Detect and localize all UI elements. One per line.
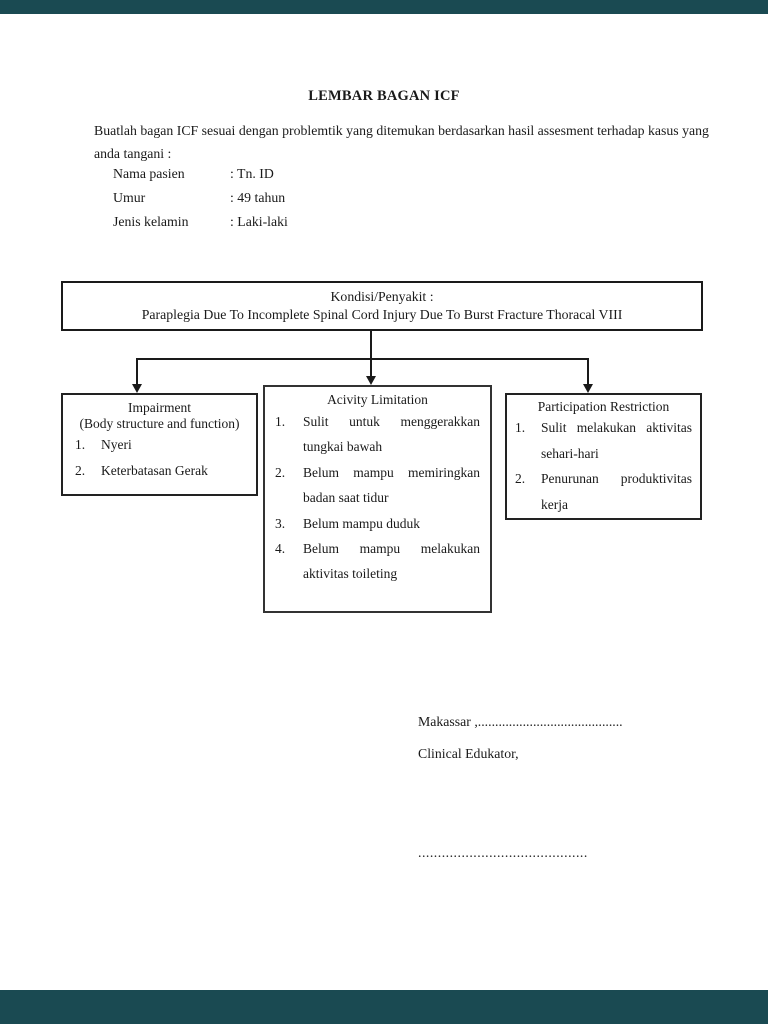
activity-item-number: 1. [275,414,286,429]
signature-block: Makassar ,..............................… [418,713,718,862]
participation-item-number: 1. [515,420,526,435]
arrowhead-right-icon [583,384,593,393]
page-title: LEMBAR BAGAN ICF [308,88,460,104]
connector-vertical-right [587,358,589,386]
connector-vertical-left [136,358,138,386]
signature-role-line: Clinical Edukator, [418,746,519,761]
activity-item-text: Belum mampu duduk [303,515,420,531]
patient-row-gender: Jenis kelamin : Laki-laki [113,214,433,238]
signature-dotted-line: ........................................… [418,845,588,860]
impairment-item-number: 2. [75,463,86,478]
activity-item: 3. Belum mampu duduk [275,511,480,536]
patient-row-age: Umur : 49 tahun [113,190,433,214]
condition-box: Kondisi/Penyakit : Paraplegia Due To Inc… [61,281,703,331]
participation-item-text: Sulit melakukan aktivitas sehari-hari [541,420,692,461]
viewer-bottom-bar [0,990,768,1024]
activity-item-number: 4. [275,541,286,557]
viewer-top-bar [0,0,768,14]
participation-item: 1. Sulit melakukan aktivitas sehari-hari [515,415,692,466]
activity-item-text: Sulit untuk menggerakkan tungkai bawah [303,414,480,455]
connector-vertical-center [370,331,372,360]
activity-item: 4. Belum mampu melakukan aktivitas toile… [275,536,480,587]
activity-item-text: Belum mampu melakukan aktivitas toiletin… [303,541,480,582]
patient-name-value: : Tn. ID [230,166,274,181]
impairment-item-text: Nyeri [101,437,132,452]
patient-gender-value: : Laki-laki [230,214,288,229]
activity-item-number: 3. [275,515,286,531]
activity-item-number: 2. [275,464,286,480]
arrowhead-left-icon [132,384,142,393]
patient-age-label: Umur [113,190,146,205]
participation-restriction-title: Participation Restriction [537,399,670,414]
instruction-paragraph: Buatlah bagan ICF sesuai dengan problemt… [94,123,709,161]
patient-info: Nama pasien : Tn. ID Umur : 49 tahun Jen… [113,166,433,238]
participation-item-number: 2. [515,471,526,486]
impairment-item-text: Keterbatasan Gerak [101,463,208,478]
activity-item-text: Belum mampu memiringkan badan saat tidur [303,464,480,506]
participation-item-text: Penurunan produktivitas kerja [541,471,692,512]
document-page: LEMBAR BAGAN ICF Buatlah bagan ICF sesua… [0,14,768,990]
patient-name-label: Nama pasien [113,166,185,181]
patient-row-name: Nama pasien : Tn. ID [113,166,433,190]
impairment-title: Impairment [128,400,191,415]
condition-label: Kondisi/Penyakit : [330,289,434,304]
impairment-item: 1. Nyeri [69,432,250,458]
impairment-item-number: 1. [75,437,86,452]
patient-gender-label: Jenis kelamin [113,214,189,229]
condition-diagnosis: Paraplegia Due To Incomplete Spinal Cord… [141,307,623,322]
signature-city-date-line: Makassar ,..............................… [418,714,623,729]
connector-horizontal-branch [136,358,589,360]
impairment-box: Impairment (Body structure and function)… [61,393,258,496]
impairment-item: 2. Keterbatasan Gerak [69,458,250,484]
connector-vertical-middle [370,358,372,378]
participation-restriction-box: Participation Restriction 1. Sulit melak… [505,393,702,520]
arrowhead-middle-icon [366,376,376,385]
activity-limitation-box: Acivity Limitation 1. Sulit untuk mengge… [263,385,492,613]
patient-age-value: : 49 tahun [230,190,286,205]
participation-item: 2. Penurunan produktivitas kerja [515,466,692,517]
activity-limitation-title: Acivity Limitation [327,392,428,407]
activity-item: 2. Belum mampu memiringkan badan saat ti… [275,460,480,511]
activity-item: 1. Sulit untuk menggerakkan tungkai bawa… [275,409,480,460]
impairment-subtitle: (Body structure and function) [79,416,240,431]
